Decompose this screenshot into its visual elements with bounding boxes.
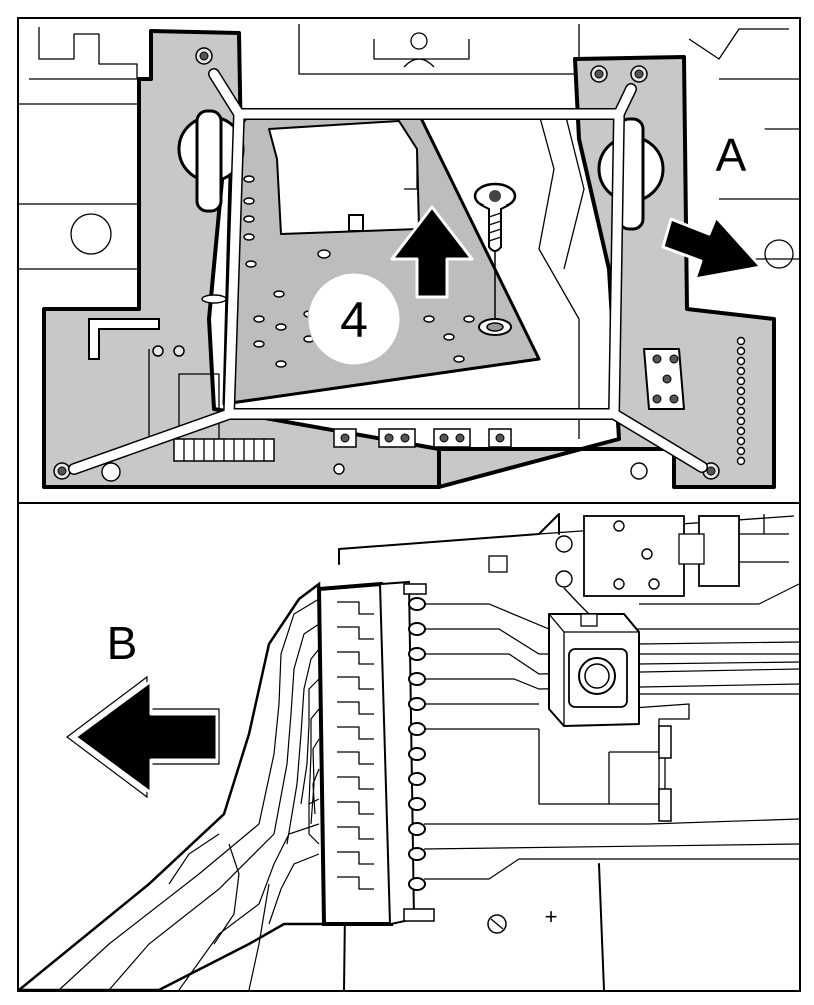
board-component-pin bbox=[348, 214, 364, 232]
removed-screw-icon bbox=[473, 182, 517, 336]
label-a: A bbox=[716, 129, 747, 181]
small-components bbox=[658, 725, 672, 822]
board-component bbox=[268, 120, 420, 235]
step-number-badge: 4 bbox=[307, 272, 401, 366]
top-panel-removal-step: 4 A bbox=[17, 17, 801, 504]
label-b: B bbox=[107, 617, 138, 669]
plate-connector-left bbox=[148, 349, 275, 462]
top-illustration: 4 A bbox=[19, 24, 799, 489]
removal-frame-bracket bbox=[68, 68, 708, 475]
step-number: 4 bbox=[340, 292, 368, 348]
wire-harness bbox=[19, 581, 326, 990]
bottom-pads bbox=[333, 428, 512, 448]
up-arrow-icon bbox=[390, 205, 474, 299]
header-pins bbox=[408, 597, 426, 891]
direction-a: A bbox=[661, 112, 773, 281]
bottom-illustration: + bbox=[19, 513, 799, 990]
plate-hole-column-right bbox=[736, 336, 746, 466]
trimmer-component bbox=[548, 613, 640, 727]
bottom-panel-connector-step: + bbox=[17, 502, 801, 992]
screw-icon bbox=[53, 47, 720, 480]
relay-component bbox=[555, 514, 789, 615]
direction-b: B bbox=[66, 617, 220, 799]
plate-clip-right bbox=[643, 348, 685, 410]
left-arrow-icon bbox=[73, 679, 219, 795]
plate-slot bbox=[88, 318, 160, 360]
connector-icon bbox=[316, 580, 435, 926]
board-holes bbox=[243, 175, 475, 368]
board-plus-mark: + bbox=[545, 904, 558, 929]
right-arrow-icon bbox=[661, 215, 763, 281]
board-traces bbox=[423, 583, 799, 880]
